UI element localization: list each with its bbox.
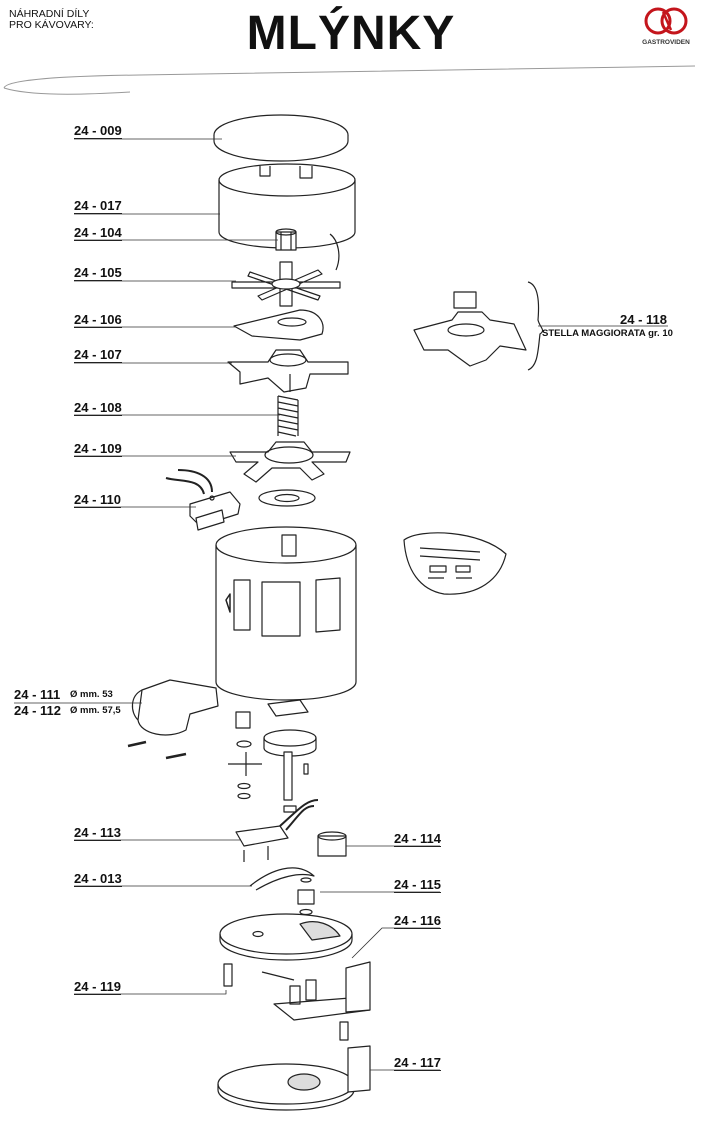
label-24-009: 24 - 009 bbox=[74, 123, 122, 139]
label-24-017: 24 - 017 bbox=[74, 198, 122, 214]
part-bottom-plate bbox=[217, 1045, 371, 1111]
part-lid bbox=[213, 114, 349, 162]
label-24-108: 24 - 108 bbox=[74, 400, 122, 416]
part-grinder-body bbox=[215, 526, 357, 701]
part-nut bbox=[275, 228, 340, 271]
label-24-115: 24 - 115 bbox=[394, 877, 441, 893]
brand-name: GASTROVIDEN bbox=[642, 39, 690, 46]
page-title: MLÝNKY bbox=[246, 7, 456, 60]
label-24-118: 24 - 118 bbox=[620, 312, 667, 327]
label-24-107: 24 - 107 bbox=[74, 347, 122, 363]
brand-logo-icon bbox=[644, 7, 688, 35]
part-chute bbox=[127, 679, 219, 760]
part-lower-star bbox=[229, 441, 351, 507]
part-spring-clip bbox=[249, 867, 315, 891]
part-bracket bbox=[223, 961, 371, 1041]
label-24-111-dimension: Ø mm. 53 bbox=[70, 689, 113, 700]
label-24-114: 24 - 114 bbox=[394, 831, 441, 847]
part-burr-assembly bbox=[228, 699, 317, 813]
label-24-106: 24 - 106 bbox=[74, 312, 122, 328]
label-24-112-dimension: Ø mm. 57,5 bbox=[70, 705, 121, 716]
label-24-013: 24 - 013 bbox=[74, 871, 122, 887]
part-cutter bbox=[227, 349, 349, 393]
part-base-plate bbox=[219, 913, 353, 961]
label-24-104: 24 - 104 bbox=[74, 225, 122, 241]
part-side-cover bbox=[403, 532, 507, 595]
header-subtitle-line1: NÁHRADNÍ DÍLY bbox=[9, 8, 90, 20]
label-24-111: 24 - 111 bbox=[14, 687, 61, 702]
part-spring bbox=[277, 395, 299, 437]
label-24-112: 24 - 112 bbox=[14, 703, 61, 718]
part-hub bbox=[297, 877, 315, 916]
label-24-119: 24 - 119 bbox=[74, 979, 121, 995]
label-24-116: 24 - 116 bbox=[394, 913, 441, 929]
part-switch bbox=[165, 469, 241, 531]
part-alt-star bbox=[413, 281, 544, 371]
label-24-118-note: STELLA MAGGIORATA gr. 10 bbox=[542, 328, 673, 339]
label-24-113: 24 - 113 bbox=[74, 825, 121, 841]
label-24-109: 24 - 109 bbox=[74, 441, 122, 457]
label-24-117: 24 - 117 bbox=[394, 1055, 441, 1071]
part-capacitor bbox=[317, 831, 347, 857]
label-24-110: 24 - 110 bbox=[74, 492, 121, 508]
part-plate bbox=[233, 309, 324, 341]
label-24-105: 24 - 105 bbox=[74, 265, 122, 281]
header-divider bbox=[3, 65, 696, 89]
part-star-blade bbox=[231, 261, 341, 307]
part-micro-switch bbox=[235, 799, 319, 862]
brand-logo: GASTROVIDEN bbox=[637, 6, 695, 48]
header-subtitle-line2: PRO KÁVOVARY: bbox=[9, 19, 94, 31]
header-subtitle: NÁHRADNÍ DÍLY PRO KÁVOVARY: bbox=[9, 9, 94, 31]
